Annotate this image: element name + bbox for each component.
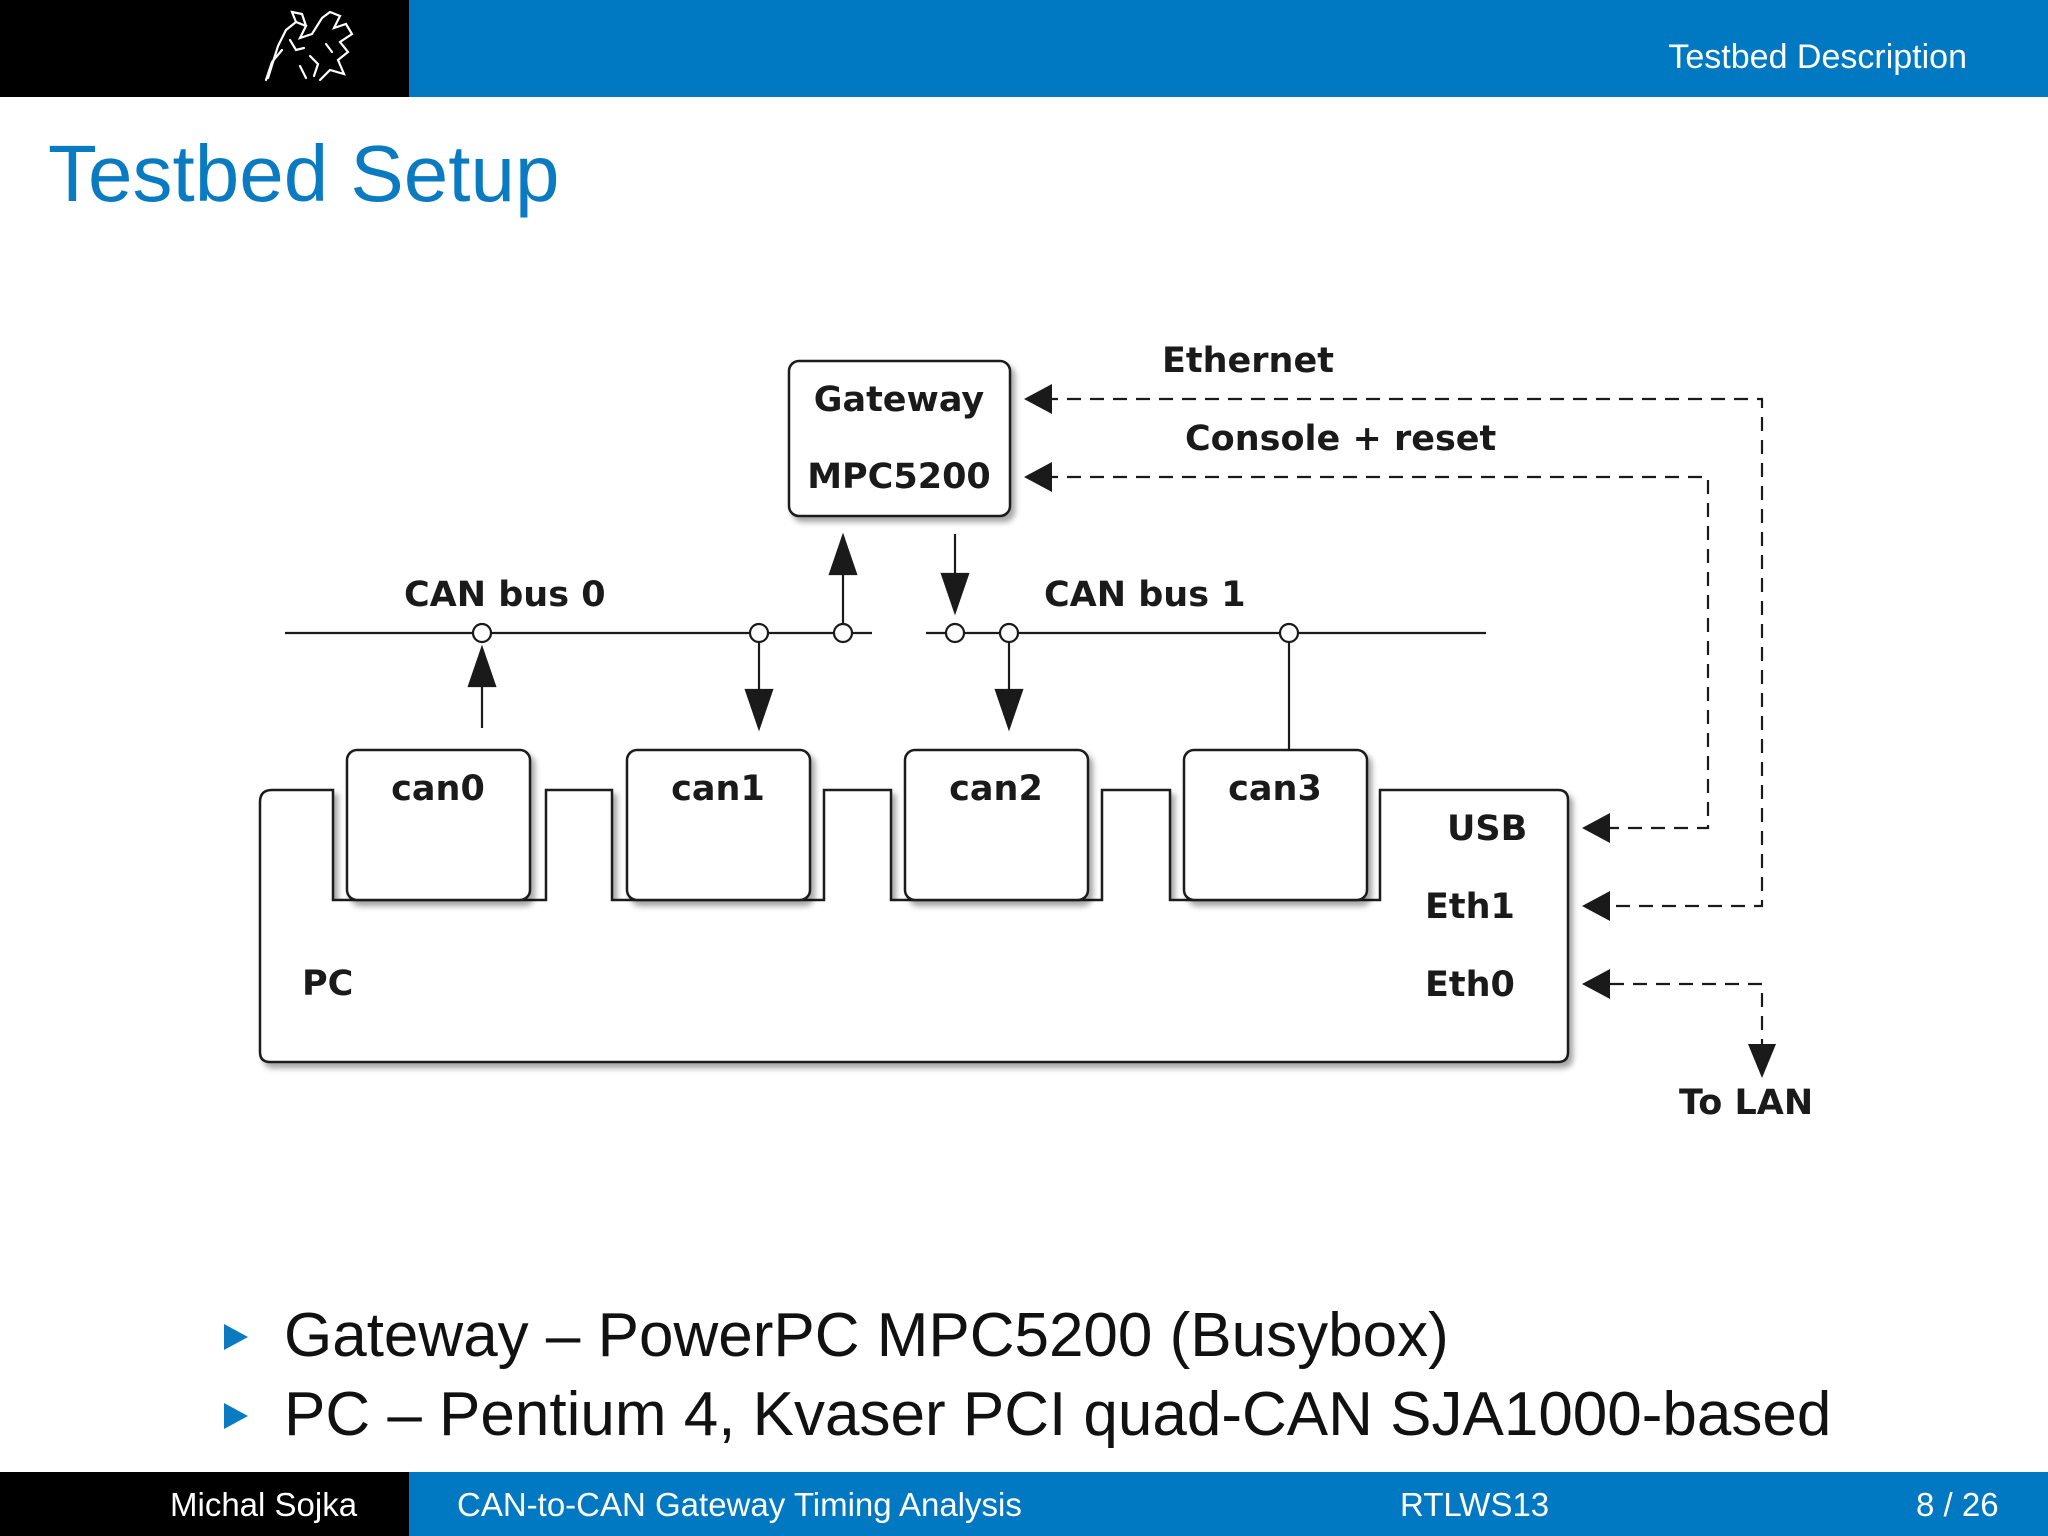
pc-label: PC (302, 964, 353, 1004)
arrow-left-eth1 (1582, 891, 1610, 921)
bullet-triangle-icon (224, 1403, 248, 1429)
footer-info-cell (409, 1472, 2048, 1536)
to-lan-label: To LAN (1679, 1083, 1813, 1123)
bus1-tap-can2 (998, 622, 1020, 644)
page-title: Testbed Setup (48, 129, 560, 218)
slide-footer: Michal Sojka CAN-to-CAN Gateway Timing A… (0, 1472, 2048, 1536)
can1-label: can1 (671, 769, 765, 809)
ethernet-link (1044, 397, 1764, 908)
gateway-label: Gateway (814, 380, 985, 420)
arrow-down-can2 (994, 688, 1024, 732)
bullet-text: Gateway – PowerPC MPC5200 (Busybox) (284, 1301, 1449, 1370)
can-bus-1-label: CAN bus 1 (1044, 575, 1246, 615)
bullet-item: Gateway – PowerPC MPC5200 (Busybox) (220, 1296, 1831, 1375)
to-lan-link (1610, 982, 1764, 1048)
arrow-left-ethernet (1024, 384, 1052, 414)
bus0-tap-can0 (471, 622, 493, 644)
bus1-tap-gateway (944, 622, 966, 644)
can3-label: can3 (1228, 769, 1322, 809)
logo-area (0, 0, 409, 97)
footer-talk-title: CAN-to-CAN Gateway Timing Analysis (457, 1486, 1022, 1523)
gateway-model-label: MPC5200 (807, 457, 991, 497)
can-port-can0: can0 (345, 748, 532, 902)
bus0-tap-can1 (748, 622, 770, 644)
arrow-down-can1 (744, 688, 774, 732)
can-port-can1: can1 (625, 748, 812, 902)
can-bus-0-label: CAN bus 0 (404, 575, 606, 615)
eth1-label: Eth1 (1425, 887, 1515, 927)
console-reset-link (1044, 475, 1710, 830)
arrow-left-usb (1582, 813, 1610, 843)
arrow-up-gateway (828, 532, 858, 576)
arrow-down-to-lan (1748, 1044, 1776, 1078)
arrow-down-bus1 (940, 572, 970, 616)
can-port-can2: can2 (903, 748, 1090, 902)
can0-label: can0 (391, 769, 485, 809)
can2-label: can2 (949, 769, 1043, 809)
pc-box: PC (258, 788, 1570, 1064)
bullet-triangle-icon (224, 1324, 248, 1350)
footer-venue: RTLWS13 (1400, 1486, 1550, 1523)
arrow-up-can0 (467, 644, 497, 688)
gateway-box: Gateway MPC5200 (787, 359, 1012, 518)
bullet-text: PC – Pentium 4, Kvaser PCI quad-CAN SJA1… (284, 1380, 1832, 1449)
university-lion-logo (264, 10, 354, 82)
footer-author: Michal Sojka (170, 1486, 358, 1523)
footer-author-cell (0, 1472, 409, 1536)
bus1-tap-can3 (1278, 622, 1300, 644)
section-title: Testbed Description (1668, 38, 1967, 76)
header-bar (409, 0, 2048, 97)
slide-header: Testbed Description (0, 0, 2048, 97)
arrow-left-console (1024, 462, 1052, 492)
arrow-left-eth0 (1582, 969, 1610, 999)
eth0-label: Eth0 (1425, 965, 1515, 1005)
usb-label: USB (1447, 809, 1527, 849)
footer-page-number: 8 / 26 (1916, 1486, 1999, 1523)
bus0-tap-gateway (832, 622, 854, 644)
can-port-can3: can3 (1182, 748, 1369, 902)
bullet-item: PC – Pentium 4, Kvaser PCI quad-CAN SJA1… (220, 1375, 1831, 1454)
ethernet-label: Ethernet (1162, 341, 1334, 381)
console-reset-label: Console + reset (1185, 419, 1496, 459)
bullet-list: Gateway – PowerPC MPC5200 (Busybox) PC –… (220, 1296, 1831, 1454)
